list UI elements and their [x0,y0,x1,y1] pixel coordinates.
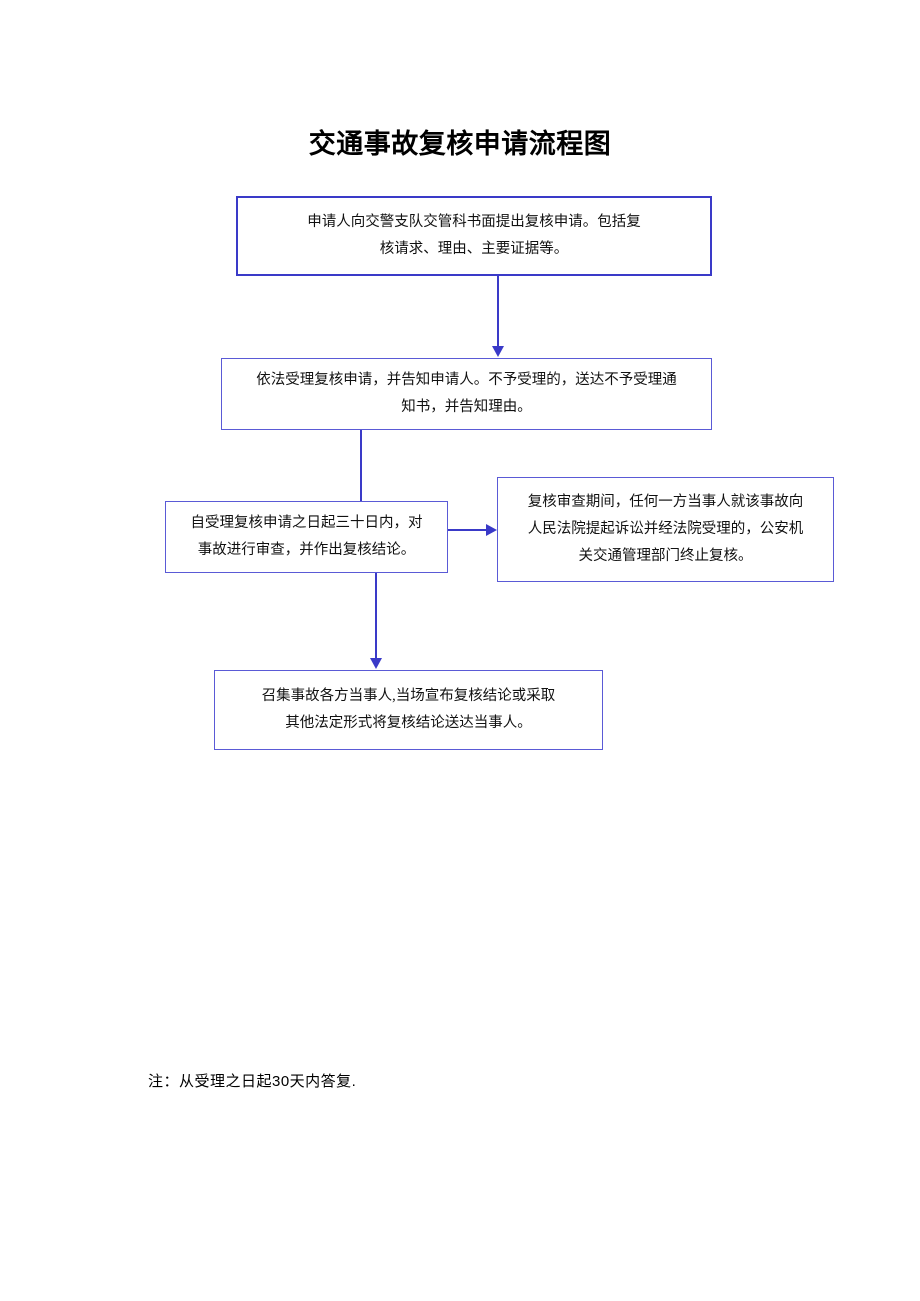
edge-3-arrowhead [486,524,497,536]
edge-2-vertical [360,430,362,501]
edge-3-horizontal [448,529,486,531]
edge-1-vertical [497,276,499,346]
edge-1-arrowhead [492,346,504,357]
flow-node-application-text: 申请人向交警支队交管科书面提出复核申请。包括复 核请求、理由、主要证据等。 [307,214,641,257]
footnote: 注：从受理之日起30天内答复. [148,1073,357,1090]
flow-node-announcement-text: 召集事故各方当事人,当场宣布复核结论或采取 其他法定形式将复核结论送达当事人。 [261,688,556,731]
page-title: 交通事故复核申请流程图 [308,129,612,159]
edge-4-vertical [375,573,377,658]
flow-node-announcement: 召集事故各方当事人,当场宣布复核结论或采取 其他法定形式将复核结论送达当事人。 [214,670,603,750]
flow-node-termination: 复核审查期间，任何一方当事人就该事故向 人民法院提起诉讼并经法院受理的，公安机 … [497,477,834,582]
flow-node-acceptance: 依法受理复核申请，并告知申请人。不予受理的，送达不予受理通 知书，并告知理由。 [221,358,712,430]
flow-node-review-text: 自受理复核申请之日起三十日内，对 事故进行审查，并作出复核结论。 [190,515,423,558]
edge-4-arrowhead [370,658,382,669]
flow-node-review: 自受理复核申请之日起三十日内，对 事故进行审查，并作出复核结论。 [165,501,448,573]
flow-node-acceptance-text: 依法受理复核申请，并告知申请人。不予受理的，送达不予受理通 知书，并告知理由。 [256,372,677,415]
flow-node-application: 申请人向交警支队交管科书面提出复核申请。包括复 核请求、理由、主要证据等。 [236,196,712,276]
flow-node-termination-text: 复核审查期间，任何一方当事人就该事故向 人民法院提起诉讼并经法院受理的，公安机 … [527,494,804,564]
